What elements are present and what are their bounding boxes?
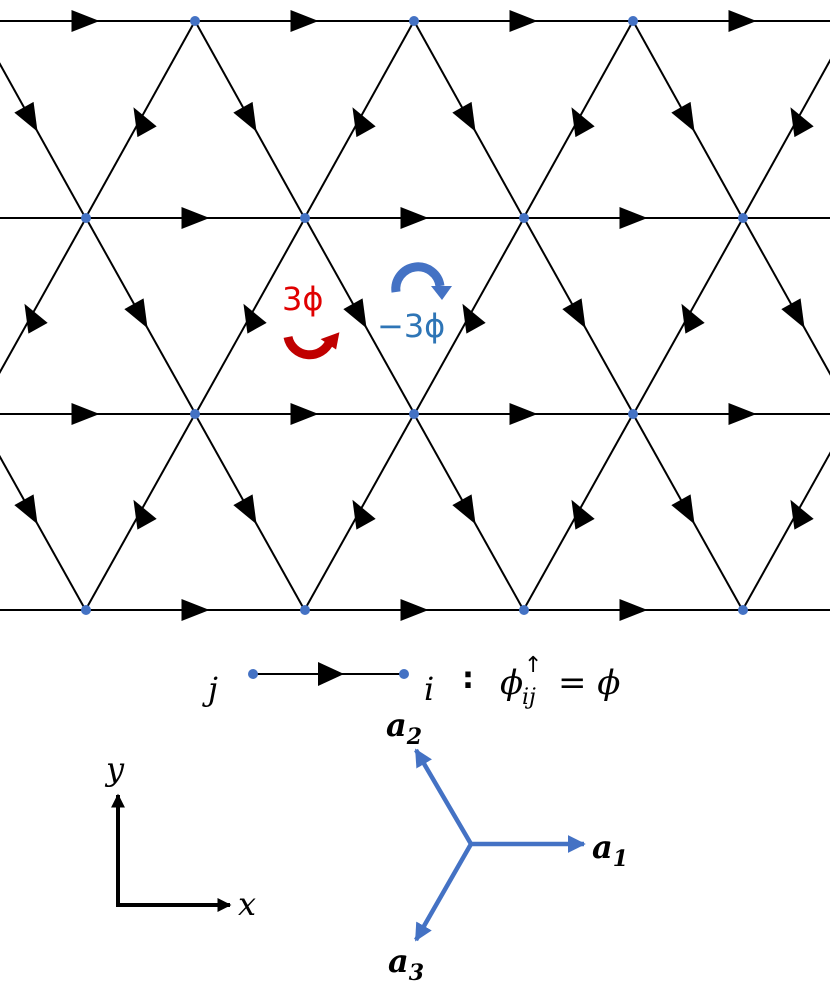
lattice-site (190, 16, 200, 26)
vector-a2-label: a2 (386, 706, 422, 750)
bond-arrowhead (619, 599, 648, 621)
bond-arrowhead (681, 303, 705, 334)
bond-arrowhead (571, 499, 595, 530)
lattice-bond (741, 58, 830, 219)
lattice-site (409, 409, 419, 419)
lattice-site (300, 213, 310, 223)
flux-negative-arrowhead (431, 286, 452, 300)
bond-arrowhead (671, 494, 695, 525)
lattice-site (81, 213, 91, 223)
lattice-site (519, 213, 529, 223)
lattice-site (409, 16, 419, 26)
lattice-site (190, 409, 200, 419)
flux-negative-label: −3ϕ (377, 307, 445, 345)
flux-positive-label: 3ϕ (282, 280, 323, 318)
legend-site-i-label: i (424, 670, 434, 708)
bond-arrowhead (781, 298, 805, 329)
bond-arrowhead (509, 403, 538, 425)
bond-arrowhead (290, 403, 319, 425)
lattice-site (628, 409, 638, 419)
clockwise-flux-arrow-icon (391, 262, 445, 293)
vector-a1-label: a1 (592, 828, 628, 872)
lattice-bond (0, 62, 87, 219)
bond-arrowhead (233, 494, 257, 525)
bond-arrowhead (790, 107, 814, 138)
bond-arrowhead (790, 499, 814, 530)
legend-separator: : (462, 661, 474, 696)
lattice-site (738, 605, 748, 615)
flux-positive-arrowhead (320, 332, 340, 350)
legend-site-j-label: j (202, 670, 218, 708)
bond-arrowhead (452, 494, 476, 525)
bond-arrowhead (71, 403, 100, 425)
bond-arrowhead (14, 101, 38, 132)
bond-arrowhead (509, 10, 538, 32)
lattice-site (628, 16, 638, 26)
lattice-bond (0, 454, 87, 611)
bond-arrowhead (352, 107, 376, 138)
bond-arrowhead (124, 298, 148, 329)
lattice-vectors: a1 a2 a3 (386, 706, 628, 986)
bond-arrowhead (290, 10, 319, 32)
lattice-site (81, 605, 91, 615)
lattice-bond (742, 217, 830, 376)
bond-arrowhead (400, 207, 429, 229)
legend-equals-phase: = ϕ (558, 663, 620, 703)
bond-arrowhead (671, 101, 695, 132)
flux-positive-annotation: 3ϕ (282, 280, 340, 360)
counterclockwise-flux-arrow-icon (283, 335, 335, 360)
legend-phase-superscript: ↑ (524, 653, 542, 678)
bond-arrowhead (452, 101, 476, 132)
lattice-sites (81, 16, 748, 615)
legend-bond-arrowhead (318, 662, 344, 686)
legend-site-i-dot (399, 669, 409, 679)
y-axis-label: y (104, 750, 125, 788)
flux-negative-annotation: −3ϕ (377, 262, 452, 345)
x-axis-label: x (238, 885, 256, 923)
vector-a3-arrow (414, 842, 473, 942)
lattice-site (738, 213, 748, 223)
bond-arrowhead (71, 10, 100, 32)
bond-arrowhead (133, 107, 157, 138)
bond-phase-legend: j i : ϕ ↑ ij = ϕ (202, 653, 620, 710)
bond-arrowhead (462, 303, 486, 334)
bond-arrowhead (181, 207, 210, 229)
lattice-site (519, 605, 529, 615)
lattice-bond (741, 451, 830, 611)
legend-phase-symbol: ϕ (500, 663, 523, 703)
bond-arrowhead (14, 494, 38, 525)
bond-arrowhead (728, 403, 757, 425)
vector-a2-arrow (414, 748, 473, 846)
bond-arrowhead (133, 499, 157, 530)
lattice-bond (0, 217, 87, 374)
bond-arrowhead (243, 303, 267, 334)
bond-direction-arrows (14, 10, 814, 621)
bond-arrowhead (24, 303, 48, 334)
bond-arrowhead (343, 298, 367, 329)
coordinate-axes: y x (104, 750, 256, 923)
bond-arrowhead (728, 10, 757, 32)
lattice-site (300, 605, 310, 615)
bond-arrowhead (181, 599, 210, 621)
vector-a3-label: a3 (388, 942, 424, 986)
bond-arrowhead (233, 101, 257, 132)
bond-arrowhead (400, 599, 429, 621)
legend-phase-subscript: ij (522, 685, 536, 710)
bond-arrowhead (352, 499, 376, 530)
bond-arrowhead (571, 107, 595, 138)
bond-arrowhead (562, 298, 586, 329)
legend-site-j-dot (248, 669, 258, 679)
bond-arrowhead (619, 207, 648, 229)
